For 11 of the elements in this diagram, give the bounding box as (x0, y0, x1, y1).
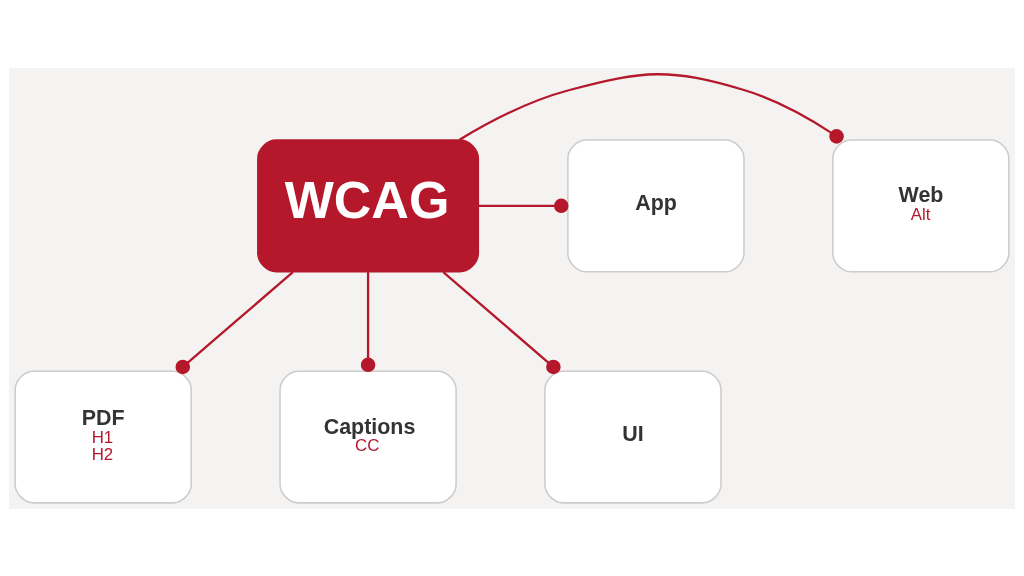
connector (458, 72, 844, 144)
node-box: WCAG (257, 138, 480, 272)
node-box: UI (544, 369, 722, 504)
node-box: Captions CC (279, 369, 457, 504)
connector (478, 198, 569, 213)
node-box: Web Alt (832, 138, 1010, 272)
connector (360, 271, 376, 372)
node-box: App (567, 138, 745, 272)
connector (175, 270, 294, 374)
node-box: PDF H1 H2 (14, 369, 192, 504)
connector (442, 270, 561, 374)
